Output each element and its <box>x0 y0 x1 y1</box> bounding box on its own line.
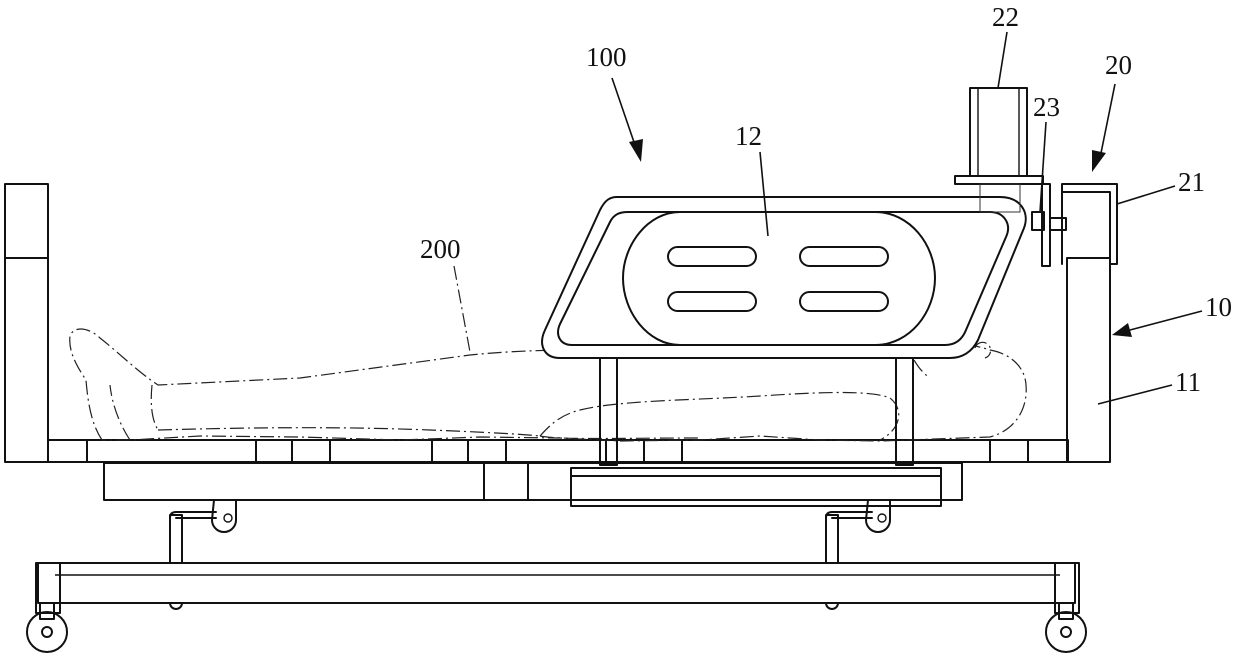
label-bed-frame: 11 <box>1098 367 1201 404</box>
label-column: 22 <box>992 2 1019 88</box>
mattress-platform <box>48 440 1068 462</box>
label-device: 100 <box>586 42 643 162</box>
lift-arms <box>170 500 890 563</box>
column <box>955 88 1043 212</box>
head-post <box>1067 258 1110 462</box>
label-text-column: 22 <box>992 2 1019 32</box>
arrow-device <box>629 139 643 162</box>
bracket <box>1062 184 1117 264</box>
arrow-bed <box>1112 323 1132 337</box>
label-bracket: 21 <box>1117 167 1205 204</box>
leader-bracket <box>1117 186 1175 204</box>
leader-unit <box>1100 84 1115 158</box>
label-text-device: 100 <box>586 42 627 72</box>
device-supports <box>571 355 941 506</box>
label-text-pad: 12 <box>735 121 762 151</box>
label-unit: 20 <box>1092 50 1132 172</box>
label-text-bed: 10 <box>1205 292 1232 322</box>
knob <box>1032 184 1066 266</box>
bed-base <box>27 563 1086 652</box>
arrow-unit <box>1092 150 1106 172</box>
label-text-bed-frame: 11 <box>1175 367 1201 397</box>
label-text-unit: 20 <box>1105 50 1132 80</box>
device-housing <box>542 197 1026 358</box>
label-patient: 200 <box>420 234 470 352</box>
label-bed: 10 <box>1112 292 1232 337</box>
label-knob: 23 <box>1033 92 1060 212</box>
label-text-knob: 23 <box>1033 92 1060 122</box>
leader-device <box>612 78 636 148</box>
leader-column <box>998 32 1007 88</box>
leader-patient <box>454 266 470 352</box>
label-text-bracket: 21 <box>1178 167 1205 197</box>
label-text-patient: 200 <box>420 234 461 264</box>
leader-bed <box>1130 311 1202 330</box>
foot-board <box>5 184 48 462</box>
